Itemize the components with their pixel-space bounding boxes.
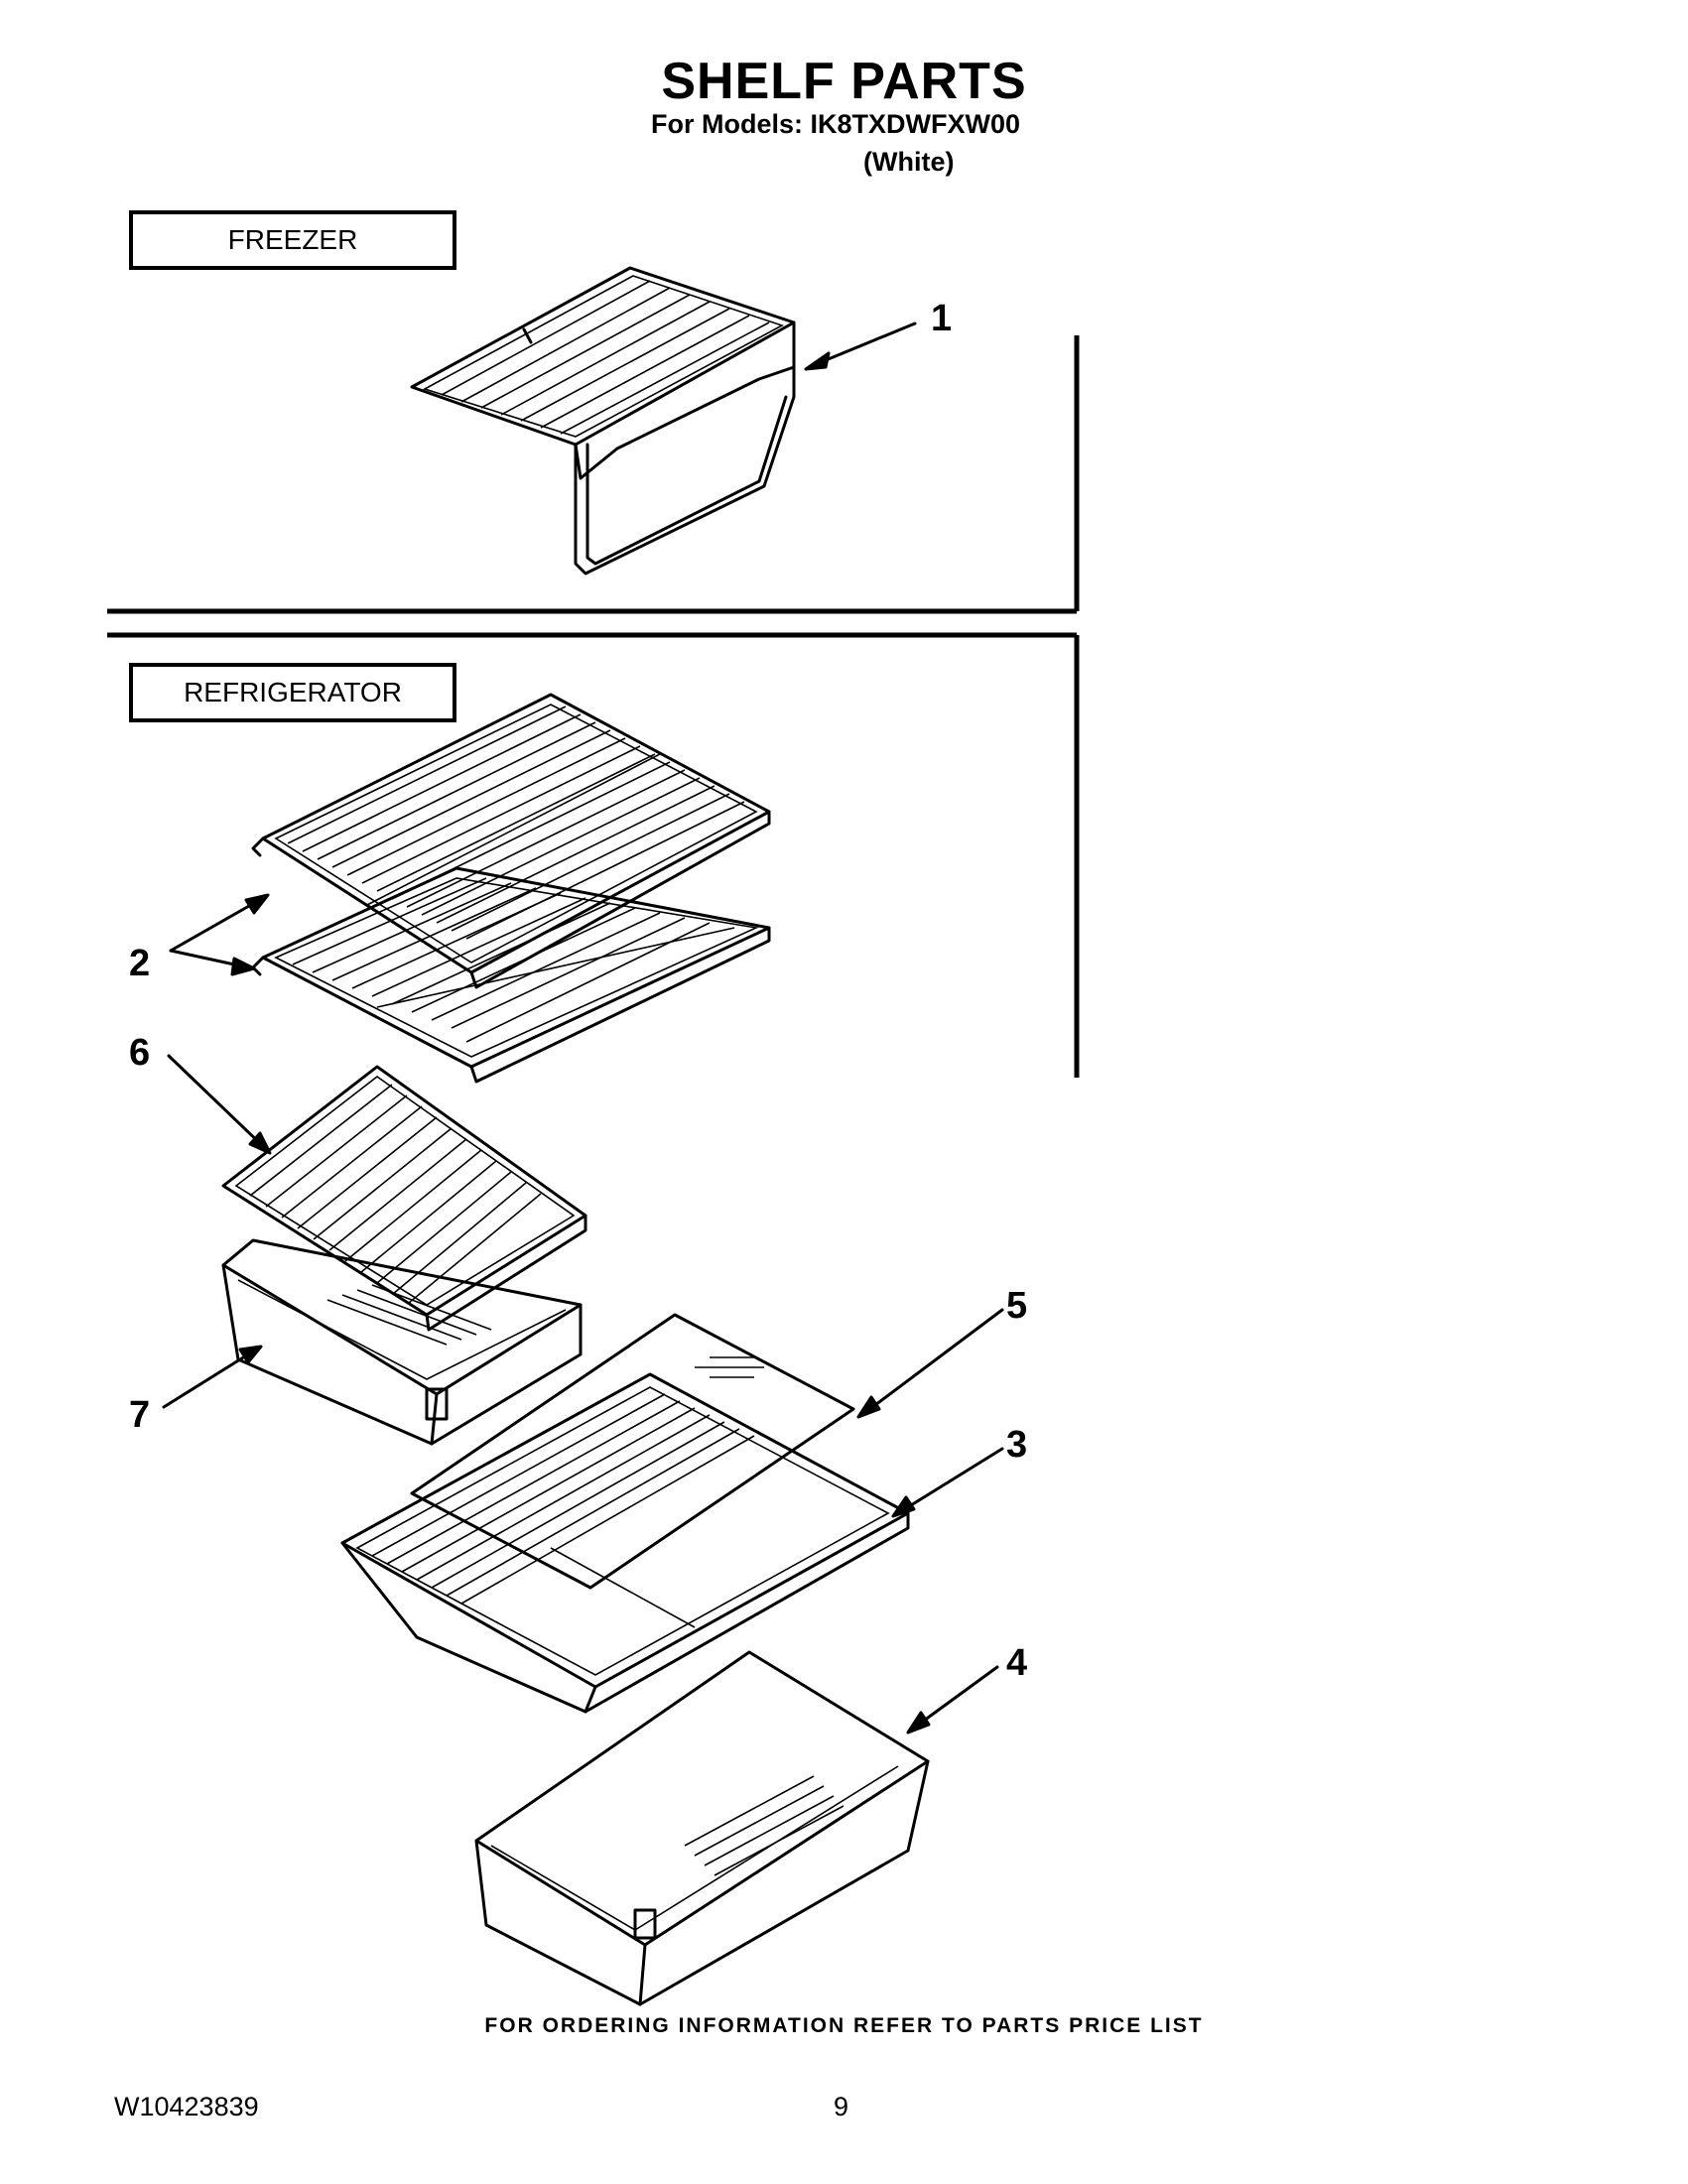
freezer-section-frame — [107, 335, 1080, 614]
page-title: SHELF PARTS — [661, 53, 1027, 110]
document-number: W10423839 — [114, 2092, 259, 2121]
model-variant: (White) — [863, 147, 955, 177]
refrigerator-section-frame — [107, 632, 1080, 1078]
page-number: 9 — [834, 2092, 849, 2121]
callout-3: 3 — [1006, 1424, 1028, 1466]
ordering-info-note: FOR ORDERING INFORMATION REFER TO PARTS … — [484, 2014, 1204, 2037]
callout-6: 6 — [129, 1032, 151, 1074]
callout-1: 1 — [931, 298, 953, 339]
freezer-section-label: FREEZER — [129, 210, 456, 270]
glass-shelf-part-5 — [410, 1313, 855, 1590]
freezer-wire-shelf-part-1 — [410, 266, 796, 576]
callout-4: 4 — [1006, 1642, 1028, 1684]
refrigerator-section-label: REFRIGERATOR — [129, 663, 456, 722]
refrigerator-wire-shelf-upper-part-2 — [251, 693, 771, 989]
callout-2: 2 — [129, 943, 151, 984]
crisper-cover-frame-part-3 — [340, 1372, 910, 1714]
models-line: For Models: IK8TXDWFXW00 — [651, 109, 1021, 139]
leader-lines — [162, 321, 1004, 1734]
crisper-cover-shelf-part-6 — [221, 1065, 587, 1332]
callout-5: 5 — [1006, 1285, 1028, 1327]
callout-7: 7 — [129, 1394, 151, 1436]
refrigerator-wire-shelf-lower-part-2 — [251, 866, 771, 1084]
crisper-drawer-part-7 — [221, 1238, 583, 1446]
deli-drawer-part-4 — [474, 1650, 930, 2006]
